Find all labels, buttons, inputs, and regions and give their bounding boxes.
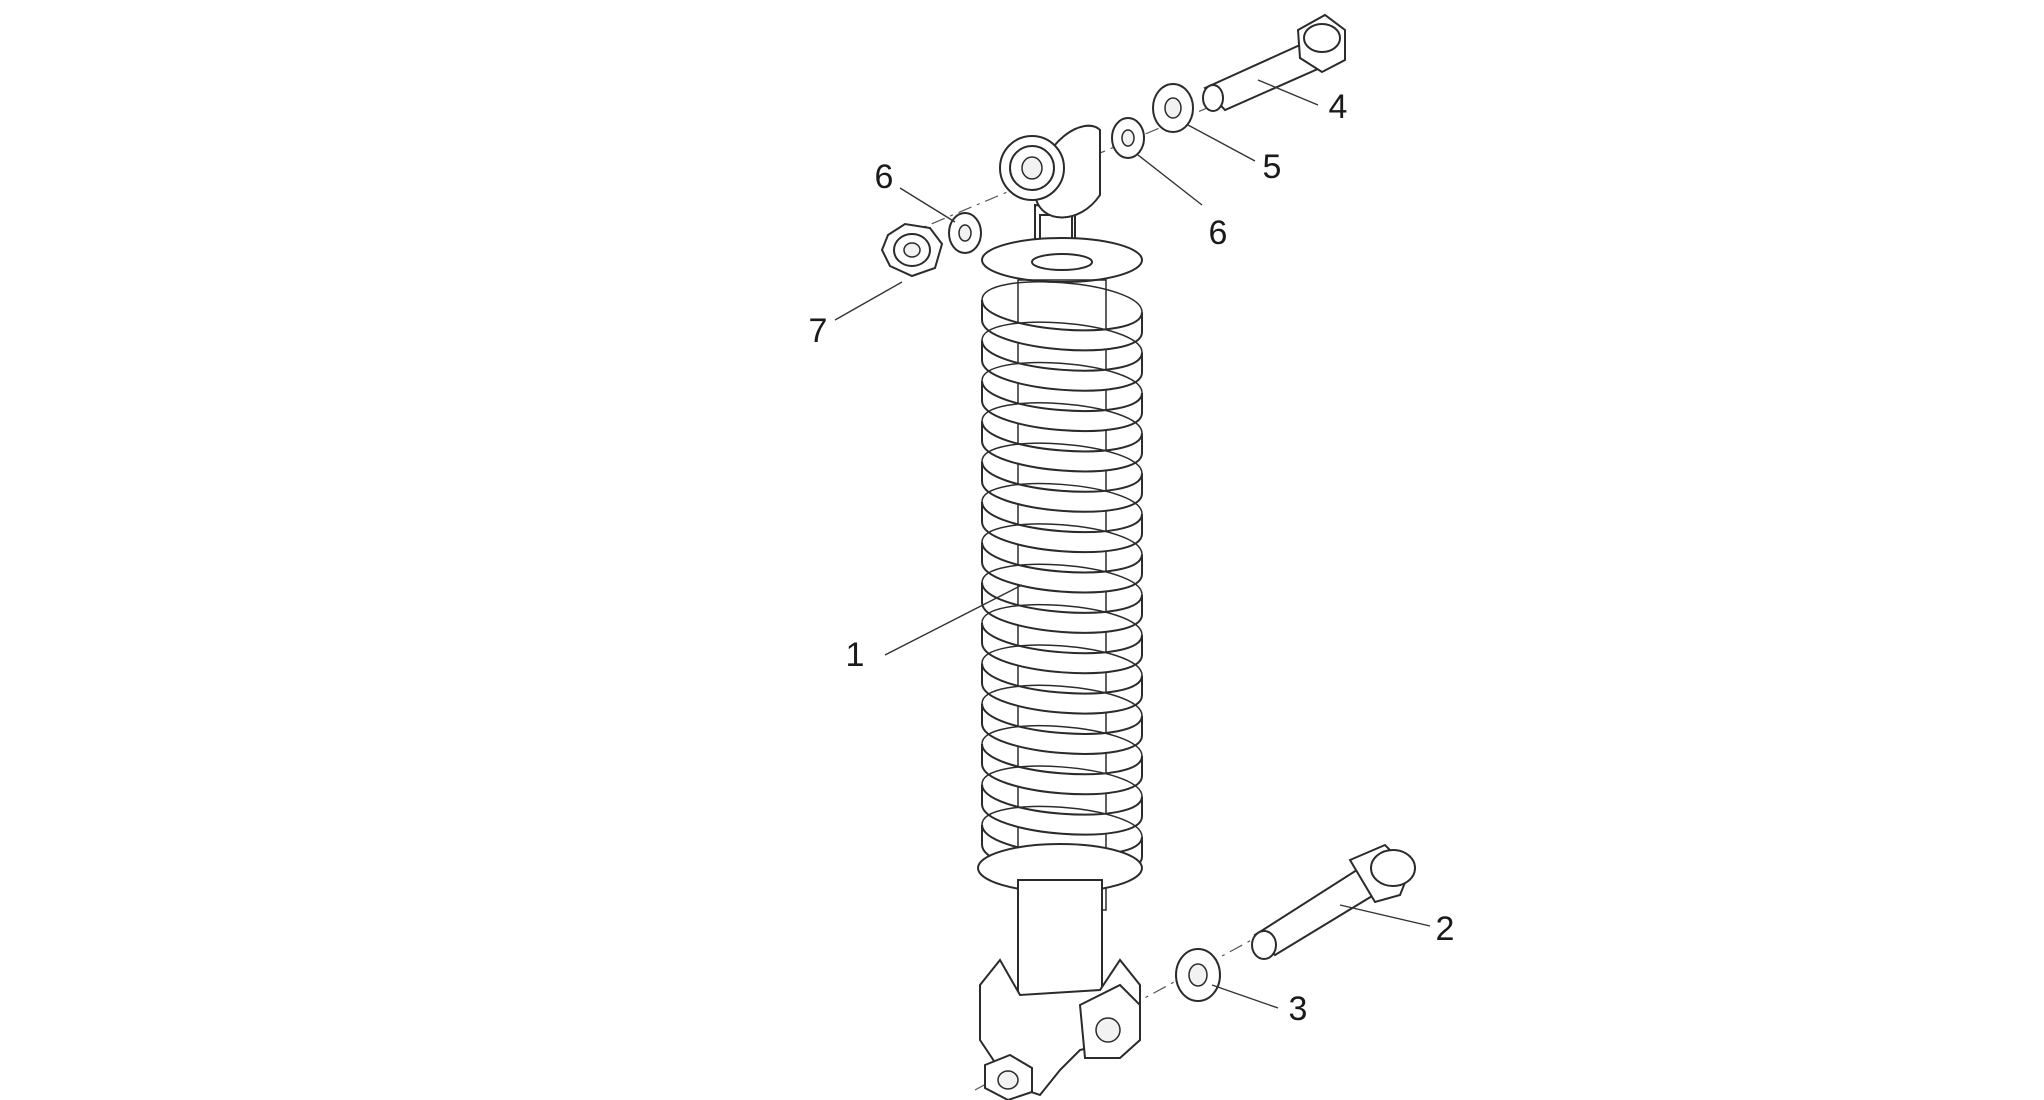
spring-coil-front [981, 582, 1143, 634]
callout-6-right: 6 [1209, 214, 1228, 252]
spring-coil-front [981, 299, 1143, 352]
leader-7 [834, 281, 903, 321]
spring-coil-back [981, 563, 1143, 595]
callout-1: 1 [846, 636, 865, 674]
lower-clevis-mount [979, 958, 1141, 1100]
callout-5: 5 [1263, 148, 1282, 186]
spring-coil-front [981, 501, 1143, 554]
leader-6b [1137, 154, 1203, 206]
leader-3 [1211, 984, 1279, 1009]
spring-coil-back [981, 482, 1143, 515]
leader-6a [899, 187, 956, 223]
leader-2 [1339, 904, 1431, 927]
upper-inner-washer-right [1111, 117, 1145, 159]
lower-bolt [1251, 843, 1416, 960]
spring-coil-back [981, 361, 1143, 393]
spring-coil-front [981, 541, 1143, 594]
spring-coil-back [981, 523, 1143, 555]
callout-7: 7 [809, 312, 828, 350]
spring-coil-back [981, 805, 1143, 837]
upper-inner-washer-left [948, 212, 982, 254]
leader-1 [884, 584, 1023, 656]
upper-bolt [1202, 13, 1346, 112]
callout-3: 3 [1289, 990, 1308, 1028]
spring-coil-back [981, 281, 1143, 313]
spring-coil-back [981, 321, 1143, 353]
spring-coil-front [981, 622, 1143, 675]
spring-coil-back [981, 684, 1143, 716]
spring-coil-front [981, 380, 1143, 433]
coil-spring [981, 279, 1143, 911]
damper-body [1017, 879, 1103, 1010]
spring-coil-front [981, 420, 1143, 473]
spring-coil-front [981, 784, 1143, 836]
upper-eye-bushing [999, 124, 1101, 261]
upper-hex-nut [880, 222, 944, 278]
spring-coil-front [981, 461, 1143, 513]
callout-2: 2 [1436, 910, 1455, 948]
spring-coil-back [981, 644, 1143, 676]
spring-coil-front [981, 340, 1143, 392]
callout-4: 4 [1329, 88, 1348, 126]
spring-coil-front [981, 662, 1143, 715]
spring-coil-back [981, 402, 1143, 434]
spring-coil-back [981, 442, 1143, 474]
lower-washer [1175, 948, 1221, 1002]
callout-6-left: 6 [875, 158, 894, 196]
spring-coil-back [981, 724, 1143, 757]
spring-coil-back [981, 765, 1143, 797]
leader-5 [1187, 124, 1256, 162]
spring-coil-back [981, 603, 1143, 636]
upper-spring-seat [981, 237, 1143, 283]
spring-coil-front [981, 743, 1143, 796]
leader-4 [1257, 79, 1319, 106]
spring-coil-front [981, 703, 1143, 755]
upper-outer-washer [1152, 83, 1194, 133]
